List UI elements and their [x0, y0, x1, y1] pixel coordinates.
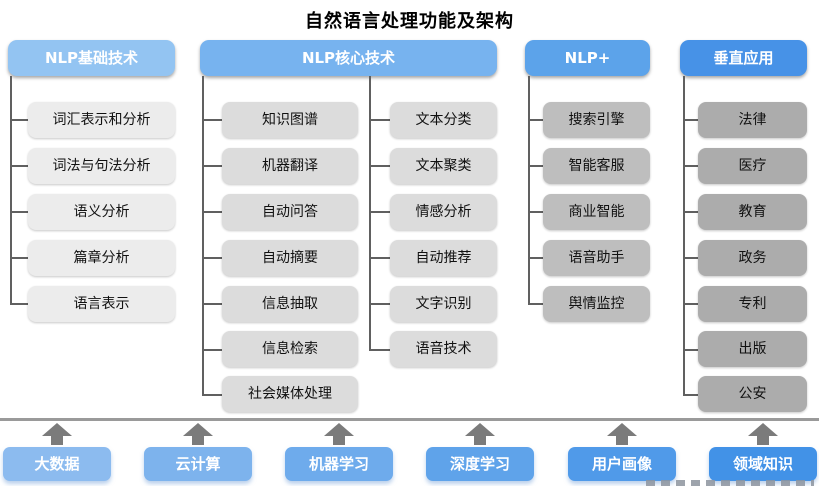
connector-line [369, 303, 390, 305]
tree-node: 情感分析 [390, 194, 497, 230]
connector-line [683, 303, 698, 305]
tree-node: 信息抽取 [222, 286, 358, 322]
tree-node: 自动推荐 [390, 240, 497, 276]
tree-node: 医疗 [698, 148, 807, 184]
tree-node: 社会媒体处理 [222, 376, 358, 412]
connector-line [202, 349, 222, 351]
tree-node: 商业智能 [543, 194, 650, 230]
connector-line [369, 211, 390, 213]
foundation-box: 云计算 [144, 447, 252, 481]
connector-line [202, 394, 222, 396]
connector-line [528, 165, 543, 167]
connector-line [528, 119, 543, 121]
tree-node: 机器翻译 [222, 148, 358, 184]
header-vertical-apps: 垂直应用 [680, 40, 807, 76]
connector-line [528, 257, 543, 259]
connector-line [683, 257, 698, 259]
connector-line [528, 76, 530, 304]
connector-line [683, 349, 698, 351]
connector-line [10, 119, 28, 121]
foundation-box: 机器学习 [285, 447, 393, 481]
tree-node: 政务 [698, 240, 807, 276]
connector-line [10, 257, 28, 259]
up-arrow-icon [42, 423, 72, 445]
up-arrow-icon [465, 423, 495, 445]
foundation-box: 领域知识 [709, 447, 817, 481]
tree-node: 教育 [698, 194, 807, 230]
foundation-box: 深度学习 [426, 447, 534, 481]
tree-node: 文本分类 [390, 102, 497, 138]
tree-node: 舆情监控 [543, 286, 650, 322]
connector-line [10, 211, 28, 213]
header-nlp-core-tech: NLP核心技术 [200, 40, 497, 76]
tree-node: 语言表示 [28, 286, 175, 322]
connector-line [683, 165, 698, 167]
connector-line [202, 119, 222, 121]
connector-line [369, 119, 390, 121]
connector-line [369, 76, 371, 350]
tree-node: 篇章分析 [28, 240, 175, 276]
tree-node: 语义分析 [28, 194, 175, 230]
diagram-title: 自然语言处理功能及架构 [305, 11, 514, 32]
up-arrow-icon [324, 423, 354, 445]
connector-line [10, 165, 28, 167]
tree-node: 公安 [698, 376, 807, 412]
connector-line [10, 76, 12, 304]
tree-node: 词法与句法分析 [28, 148, 175, 184]
tree-node: 语音技术 [390, 331, 497, 367]
tree-node: 信息检索 [222, 331, 358, 367]
connector-line [683, 211, 698, 213]
watermark-fragment [646, 480, 814, 486]
up-arrow-icon [748, 423, 778, 445]
tree-node: 自动摘要 [222, 240, 358, 276]
foundation-box: 大数据 [3, 447, 111, 481]
tree-node: 法律 [698, 102, 807, 138]
connector-line [10, 303, 28, 305]
connector-line [369, 349, 390, 351]
up-arrow-icon [607, 423, 637, 445]
tree-node: 搜索引擎 [543, 102, 650, 138]
up-arrow-icon [183, 423, 213, 445]
connector-line [202, 211, 222, 213]
separator-line [0, 418, 819, 421]
tree-node: 智能客服 [543, 148, 650, 184]
header-nlp-plus: NLP+ [525, 40, 650, 76]
connector-line [202, 303, 222, 305]
tree-node: 文字识别 [390, 286, 497, 322]
tree-node: 专利 [698, 286, 807, 322]
connector-line [528, 211, 543, 213]
tree-node: 词汇表示和分析 [28, 102, 175, 138]
connector-line [202, 165, 222, 167]
connector-line [202, 257, 222, 259]
tree-node: 自动问答 [222, 194, 358, 230]
tree-node: 出版 [698, 331, 807, 367]
connector-line [683, 76, 685, 396]
tree-node: 语音助手 [543, 240, 650, 276]
connector-line [202, 76, 204, 396]
foundation-box: 用户画像 [568, 447, 676, 481]
header-nlp-basic-tech: NLP基础技术 [8, 40, 175, 76]
connector-line [369, 257, 390, 259]
connector-line [528, 303, 543, 305]
tree-node: 知识图谱 [222, 102, 358, 138]
connector-line [683, 119, 698, 121]
connector-line [683, 394, 698, 396]
tree-node: 文本聚类 [390, 148, 497, 184]
connector-line [369, 165, 390, 167]
